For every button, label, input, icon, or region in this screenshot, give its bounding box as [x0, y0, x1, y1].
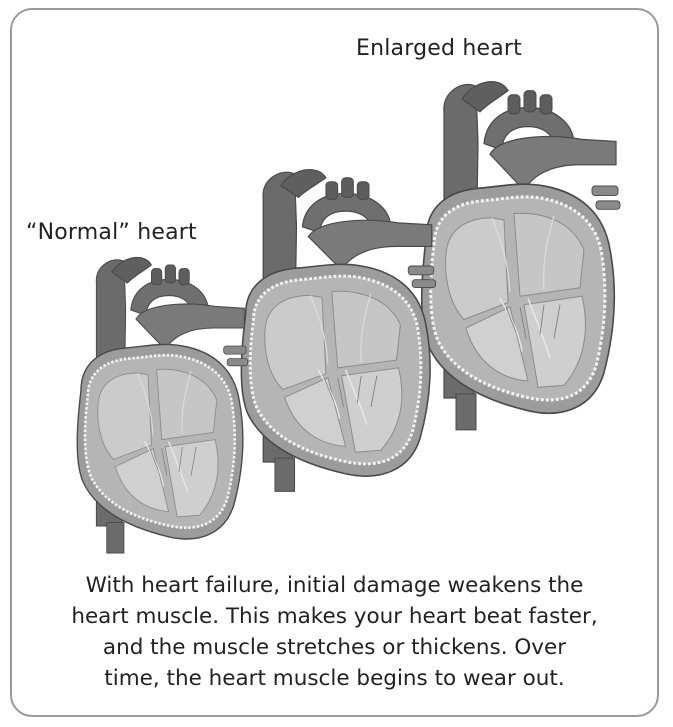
enlarged-heart-label: Enlarged heart — [356, 36, 522, 61]
normal-heart-label: “Normal” heart — [26, 220, 197, 245]
caption: With heart failure, initial damage weake… — [32, 570, 637, 694]
caption-line: and the muscle stretches or thickens. Ov… — [32, 632, 637, 663]
middle-heart-image — [241, 170, 435, 492]
heart-illustration — [12, 10, 659, 570]
figure-frame: Enlarged heart “Normal” heart With heart… — [10, 8, 659, 717]
caption-line: heart muscle. This makes your heart beat… — [32, 601, 637, 632]
enlarged-heart-image — [422, 82, 620, 430]
caption-line: time, the heart muscle begins to wear ou… — [32, 663, 637, 694]
normal-heart-image — [77, 257, 248, 553]
caption-line: With heart failure, initial damage weake… — [32, 570, 637, 601]
